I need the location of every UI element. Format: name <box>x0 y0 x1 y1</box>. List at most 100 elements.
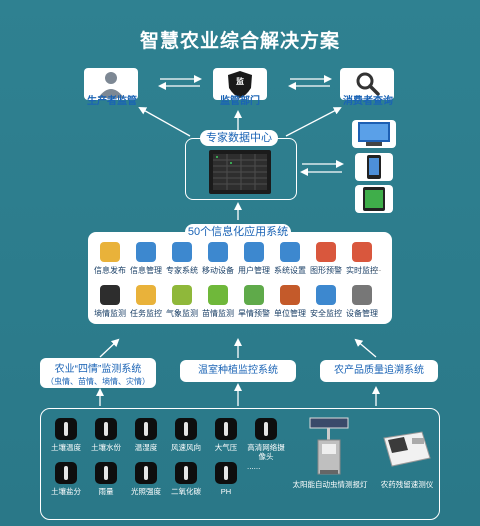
greenhouse-system-label: 温室种植监控系统 <box>198 365 278 376</box>
consumer-search-icon <box>356 72 380 96</box>
app-item-label: 用户管理 <box>238 266 270 275</box>
producer-label: 生产者监管 <box>87 96 137 107</box>
co2-sensor-icon <box>175 462 197 484</box>
light-sensor-icon <box>135 462 157 484</box>
app-row2-item[interactable]: 旱情预警 <box>236 285 272 319</box>
sensor-item: 光照强度 <box>126 462 166 496</box>
solar-insect-lamp-label: 太阳能自动虫情测报灯 <box>292 480 368 489</box>
sensor-item: 高清网络摄像头 <box>246 418 286 461</box>
smartphone-icon <box>367 155 381 179</box>
sensor-label: 雨量 <box>98 487 114 496</box>
sensor-row-2: 土壤盐分 雨量 光照强度 二氧化碳 PH <box>46 462 246 504</box>
app-item-label: 移动设备 <box>202 266 234 275</box>
sensor-label: 二氧化碳 <box>171 487 201 496</box>
app-row2-item[interactable]: 设备管理 <box>344 285 380 319</box>
app-item-label: 气象监测 <box>166 309 198 318</box>
sensor-label: 土壤盐分 <box>51 487 81 496</box>
app-item-label: 图形预警 <box>310 266 342 275</box>
app-row1-item[interactable]: 图形预警 <box>308 242 344 276</box>
app-item-label: 旱情预警 <box>238 309 270 318</box>
regulator-node: 监 <box>213 68 267 100</box>
producer-person-icon <box>98 72 124 98</box>
app-row1-item[interactable]: 实时监控 <box>344 242 380 276</box>
task-monitor-icon <box>136 285 156 305</box>
desktop-device <box>352 120 396 148</box>
sensor-item: 土壤水份 <box>86 418 126 452</box>
security-monitor-icon <box>316 285 336 305</box>
sensor-label: 大气压 <box>214 443 238 452</box>
app-item-label: 系统设置 <box>274 266 306 275</box>
phone-device <box>355 153 393 181</box>
regulator-label: 监管部门 <box>220 96 260 107</box>
realtime-monitor-icon <box>352 242 372 262</box>
sensor-row-1: 土壤温度土壤水份 温湿度 风速风向 大气压高清网络摄像头 <box>46 418 286 461</box>
app-row2-item[interactable]: 安全监控 <box>308 285 344 319</box>
consumer-node <box>340 68 394 100</box>
app-item-label: 信息发布 <box>94 266 126 275</box>
unit-manage-icon <box>280 285 300 305</box>
sensor-item: 土壤温度 <box>46 418 86 452</box>
app-row1-item[interactable]: 移动设备 <box>200 242 236 276</box>
sensor-item: 土壤盐分 <box>46 462 86 496</box>
device-manage-icon <box>352 285 372 305</box>
tablet-device <box>355 185 393 213</box>
sensor-item: PH <box>206 462 246 496</box>
greenhouse-system-box: 温室种植监控系统 <box>180 360 296 382</box>
mobile-device-icon <box>208 242 228 262</box>
app-ellipsis: ..... <box>370 264 382 273</box>
app-item-label: 安全监控 <box>310 309 342 318</box>
monitor-system-subtitle: （虫情、苗情、墒情、灾情） <box>46 377 150 386</box>
consumer-label: 消费者查询 <box>343 96 393 107</box>
sensor-label: 土壤水份 <box>91 443 121 452</box>
seedling-monitor-icon <box>208 285 228 305</box>
app-row1-item[interactable]: 信息发布 <box>92 242 128 276</box>
app-item-label: 任务监控 <box>130 309 162 318</box>
app-system-label: 50个信息化应用系统 <box>185 224 291 240</box>
solar-insect-lamp-icon <box>306 416 352 476</box>
sensor-item: 雨量 <box>86 462 126 496</box>
pesticide-tester-icon <box>378 418 434 474</box>
app-row1-item[interactable]: 用户管理 <box>236 242 272 276</box>
app-row2-item[interactable]: 单位管理 <box>272 285 308 319</box>
rain-gauge-icon <box>95 462 117 484</box>
regulator-shield-icon <box>228 71 252 98</box>
sensor-item: 温湿度 <box>126 418 166 452</box>
sensor-frame <box>40 408 440 520</box>
humidity-sensor-icon <box>135 418 157 440</box>
server-rack-icon <box>205 150 275 194</box>
drought-alert-icon <box>244 285 264 305</box>
weather-monitor-icon <box>172 285 192 305</box>
app-item-label: 信息管理 <box>130 266 162 275</box>
monitor-system-box: 农业“四情”监测系统 （虫情、苗情、墒情、灾情） <box>40 358 156 388</box>
computer-icon <box>358 122 390 146</box>
graph-alert-icon <box>316 242 336 262</box>
sensor-label: PH <box>220 487 232 496</box>
app-item-label: 专家系统 <box>166 266 198 275</box>
sensor-label: 光照强度 <box>131 487 161 496</box>
app-row-1: 信息发布信息管理专家系统移动设备用户管理系统设置图形预警实时监控 <box>92 242 390 278</box>
app-row2-item[interactable]: 任务监控 <box>128 285 164 319</box>
sensor-ellipsis: ...... <box>247 462 261 471</box>
pesticide-tester-label: 农药残留速测仪 <box>380 480 434 489</box>
app-item-label: 苗情监测 <box>202 309 234 318</box>
tablet-icon <box>363 187 385 211</box>
app-row1-item[interactable]: 系统设置 <box>272 242 308 276</box>
traceability-system-box: 农产品质量追溯系统 <box>320 360 438 382</box>
regulator-badge: 监 <box>236 77 244 86</box>
sensor-label: 风速风向 <box>171 443 201 452</box>
system-settings-icon <box>280 242 300 262</box>
app-row1-item[interactable]: 信息管理 <box>128 242 164 276</box>
app-row2-item[interactable]: 墒情监测 <box>92 285 128 319</box>
expert-center-label: 专家数据中心 <box>200 130 278 146</box>
app-item-label: 实时监控 <box>346 266 378 275</box>
app-item-label: 单位管理 <box>274 309 306 318</box>
app-item-label: 设备管理 <box>346 309 378 318</box>
sensor-label: 温湿度 <box>134 443 158 452</box>
user-manage-icon <box>244 242 264 262</box>
app-row2-item[interactable]: 气象监测 <box>164 285 200 319</box>
app-row1-item[interactable]: 专家系统 <box>164 242 200 276</box>
diagram-title: 智慧农业综合解决方案 <box>139 31 340 52</box>
app-row2-item[interactable]: 苗情监测 <box>200 285 236 319</box>
